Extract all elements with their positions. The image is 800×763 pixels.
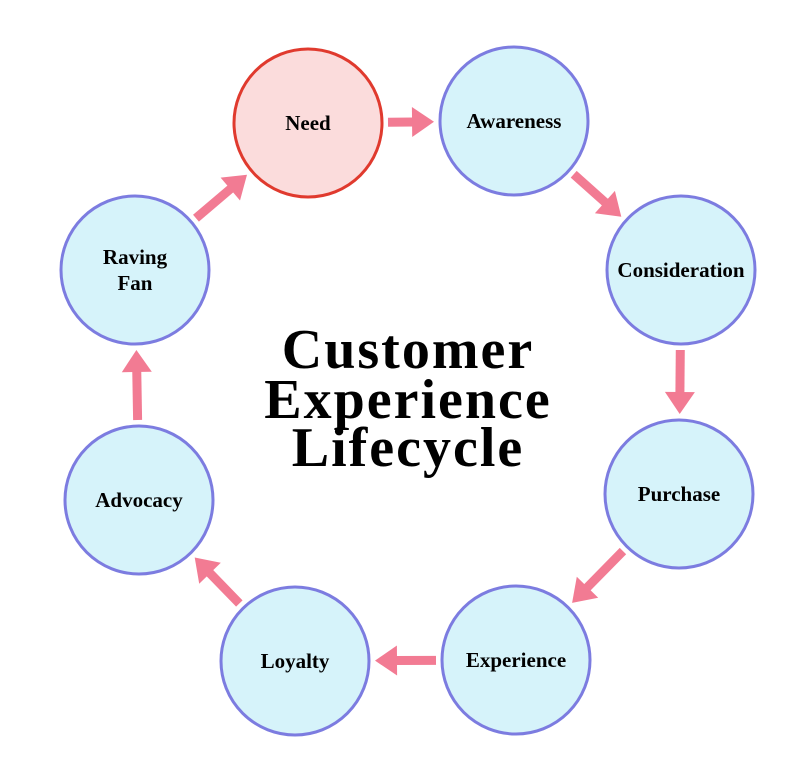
flow-arrow-shaft	[570, 170, 610, 207]
stage-label-raving-fan-line-2: Fan	[117, 271, 152, 295]
flow-arrow-7	[121, 350, 152, 421]
stage-label-experience: Experience	[466, 648, 566, 672]
flow-arrow-head	[121, 350, 152, 373]
stage-label-purchase: Purchase	[638, 482, 720, 506]
stage-node-awareness: Awareness	[438, 45, 590, 197]
flow-arrow-2	[570, 170, 622, 217]
flow-arrow-head	[411, 107, 434, 137]
stage-circle-awareness	[438, 45, 590, 197]
diagram-title: Customer Experience Lifecycle	[264, 319, 551, 479]
stage-node-advocacy: Advocacy	[63, 424, 215, 576]
stage-circle-advocacy	[63, 424, 215, 576]
title-line-3: Lifecycle	[292, 417, 525, 479]
flow-arrow-head	[220, 174, 247, 201]
stage-label-need: Need	[285, 111, 331, 135]
stage-node-consideration: Consideration	[605, 194, 757, 346]
flow-arrow-4	[572, 547, 627, 603]
flow-arrow-head	[664, 391, 695, 414]
flow-arrow-3	[664, 349, 695, 414]
flow-arrow-shaft	[582, 547, 627, 592]
flow-arrow-head	[572, 576, 599, 603]
stage-label-raving-fan-line-1: Raving	[103, 245, 168, 269]
flow-arrow-head	[375, 645, 398, 676]
stage-circle-raving-fan	[59, 194, 211, 346]
stage-circle-consideration	[605, 194, 757, 346]
stage-circle-loyalty	[219, 585, 371, 737]
stage-node-need: Need	[232, 47, 384, 199]
flow-arrow-1	[387, 107, 434, 137]
arrows-layer	[121, 107, 695, 676]
flow-arrow-head	[594, 190, 622, 217]
stage-label-loyalty: Loyalty	[261, 649, 330, 673]
stage-label-advocacy: Advocacy	[95, 488, 183, 512]
stage-node-loyalty: Loyalty	[219, 585, 371, 737]
flow-arrow-6	[194, 557, 243, 607]
stage-circle-experience	[440, 584, 592, 736]
stage-circle-purchase	[603, 418, 755, 570]
title-line-1: Customer	[282, 319, 534, 381]
stage-label-consideration: Consideration	[617, 258, 745, 282]
flow-arrow-head	[194, 557, 221, 584]
flow-arrow-8	[193, 174, 247, 222]
flow-arrow-shaft	[132, 369, 143, 421]
stage-circle-need	[232, 47, 384, 199]
title-line-2: Experience	[264, 369, 551, 431]
flow-arrow-shaft	[205, 568, 243, 607]
flow-arrow-5	[375, 645, 437, 676]
stage-node-purchase: Purchase	[603, 418, 755, 570]
flow-arrow-shaft	[193, 184, 235, 222]
stage-label-awareness: Awareness	[467, 109, 562, 133]
stage-node-experience: Experience	[440, 584, 592, 736]
